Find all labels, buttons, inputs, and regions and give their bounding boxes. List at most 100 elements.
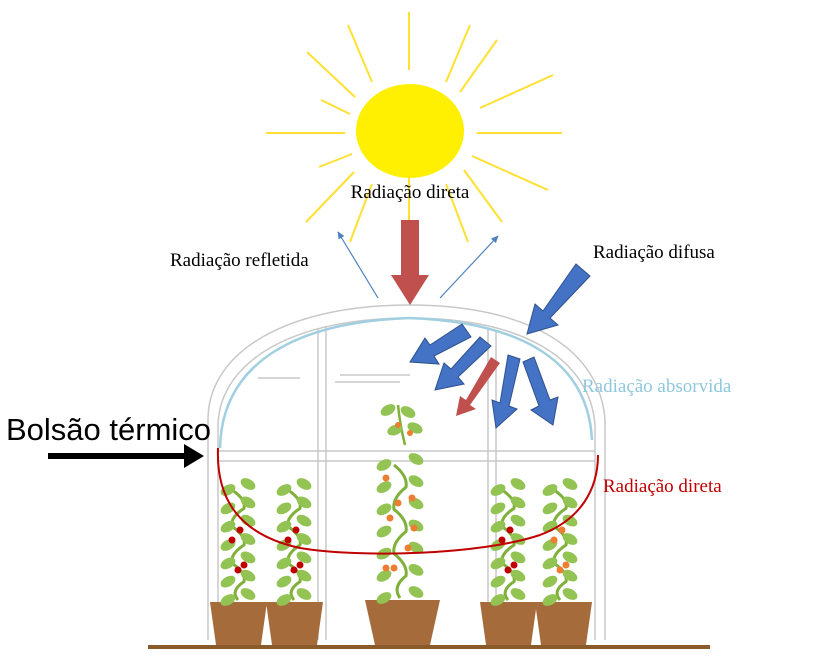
leaf bbox=[220, 502, 236, 515]
diffuse-radiation-arrows bbox=[409, 263, 591, 430]
leaf bbox=[296, 533, 312, 545]
tomato bbox=[556, 566, 564, 574]
vine bbox=[552, 488, 568, 601]
label-reflected-radiation: Radiação refletida bbox=[170, 250, 309, 271]
leaf bbox=[510, 588, 526, 600]
leaf bbox=[296, 588, 312, 600]
tomato-plants bbox=[220, 404, 578, 606]
leaf bbox=[542, 557, 558, 570]
leaf bbox=[220, 520, 236, 533]
tomato bbox=[558, 526, 566, 534]
leaf bbox=[240, 551, 256, 564]
leaf bbox=[400, 406, 416, 418]
flower-pots bbox=[210, 600, 592, 645]
flower-pot-icon bbox=[535, 602, 592, 645]
flower-pot-icon bbox=[480, 602, 537, 645]
leaf bbox=[408, 541, 424, 554]
vine bbox=[392, 463, 408, 599]
leaf bbox=[562, 478, 578, 490]
leaf bbox=[240, 533, 256, 545]
leaf bbox=[276, 594, 292, 606]
diffuse-arrow-2 bbox=[434, 336, 492, 391]
leaf bbox=[562, 588, 578, 600]
leaf bbox=[562, 551, 578, 564]
label-diffuse-radiation: Radiação difusa bbox=[593, 242, 715, 263]
sun-rays bbox=[266, 12, 562, 243]
sun-disc bbox=[356, 84, 464, 178]
leaf bbox=[276, 520, 292, 533]
tomato bbox=[410, 524, 418, 532]
vine bbox=[500, 488, 516, 601]
leaf bbox=[490, 502, 506, 515]
leaf bbox=[296, 551, 312, 564]
leaf bbox=[240, 569, 256, 582]
leaf bbox=[408, 475, 424, 488]
thermal-pocket-arrow bbox=[48, 444, 204, 468]
leaf bbox=[376, 481, 392, 494]
leaf bbox=[490, 557, 506, 570]
tomato bbox=[506, 526, 514, 534]
leaf bbox=[562, 496, 578, 509]
vine bbox=[230, 488, 246, 601]
diffuse-arrow-large bbox=[526, 263, 591, 335]
leaf bbox=[490, 484, 506, 496]
leaf bbox=[510, 496, 526, 509]
tomato bbox=[498, 536, 506, 544]
absorbed-radiation-line bbox=[218, 316, 594, 449]
leaf bbox=[376, 459, 392, 471]
leaf bbox=[408, 453, 424, 465]
reflected-arrow-left bbox=[337, 231, 379, 299]
greenhouse-roof-outer bbox=[207, 304, 606, 640]
leaf bbox=[376, 569, 392, 582]
tomato bbox=[386, 514, 394, 522]
tomato bbox=[296, 561, 304, 569]
leaf bbox=[376, 503, 392, 516]
leaf bbox=[276, 557, 292, 570]
leaf bbox=[542, 484, 558, 496]
reflected-arrow-right bbox=[439, 235, 499, 299]
tomato bbox=[292, 526, 300, 534]
leaf bbox=[562, 569, 578, 582]
leaf bbox=[220, 575, 236, 588]
tomato bbox=[382, 564, 390, 572]
tomato bbox=[504, 566, 512, 574]
direct-radiation-inner-arrow bbox=[456, 357, 500, 416]
leaf bbox=[276, 502, 292, 515]
direct-radiation-arrow bbox=[391, 220, 429, 305]
leaf bbox=[510, 478, 526, 490]
leaf bbox=[220, 557, 236, 570]
tomato bbox=[404, 544, 412, 552]
tomato bbox=[550, 536, 558, 544]
direct-radiation-curve bbox=[216, 447, 599, 555]
leaf bbox=[376, 525, 392, 538]
label-direct-radiation-inside: Radiação direta bbox=[603, 476, 722, 497]
tomato bbox=[284, 536, 292, 544]
tomato bbox=[228, 536, 236, 544]
leaf bbox=[510, 514, 526, 527]
leaf bbox=[408, 586, 424, 598]
leaf bbox=[296, 478, 312, 490]
leaf bbox=[562, 533, 578, 545]
leaf bbox=[542, 594, 558, 606]
leaf bbox=[542, 575, 558, 588]
leaf bbox=[220, 594, 236, 606]
tomato-sprout-icon bbox=[380, 404, 423, 446]
tomato bbox=[236, 526, 244, 534]
tomato bbox=[240, 561, 248, 569]
leaf bbox=[510, 569, 526, 582]
leaf bbox=[240, 496, 256, 509]
diffuse-arrow-3 bbox=[491, 354, 521, 430]
tomato bbox=[408, 494, 416, 502]
leaf bbox=[240, 514, 256, 527]
leaf bbox=[490, 520, 506, 533]
diffuse-arrow-4 bbox=[522, 356, 559, 426]
leaf bbox=[408, 563, 424, 576]
tomato-plant-icon bbox=[542, 478, 578, 606]
flower-pot-icon bbox=[266, 602, 323, 645]
tomato bbox=[290, 566, 298, 574]
tomato-plant-icon bbox=[376, 453, 424, 604]
ground-line bbox=[148, 645, 710, 649]
tomato-plant-icon bbox=[220, 478, 256, 606]
reflected-radiation-arrows bbox=[337, 231, 499, 299]
